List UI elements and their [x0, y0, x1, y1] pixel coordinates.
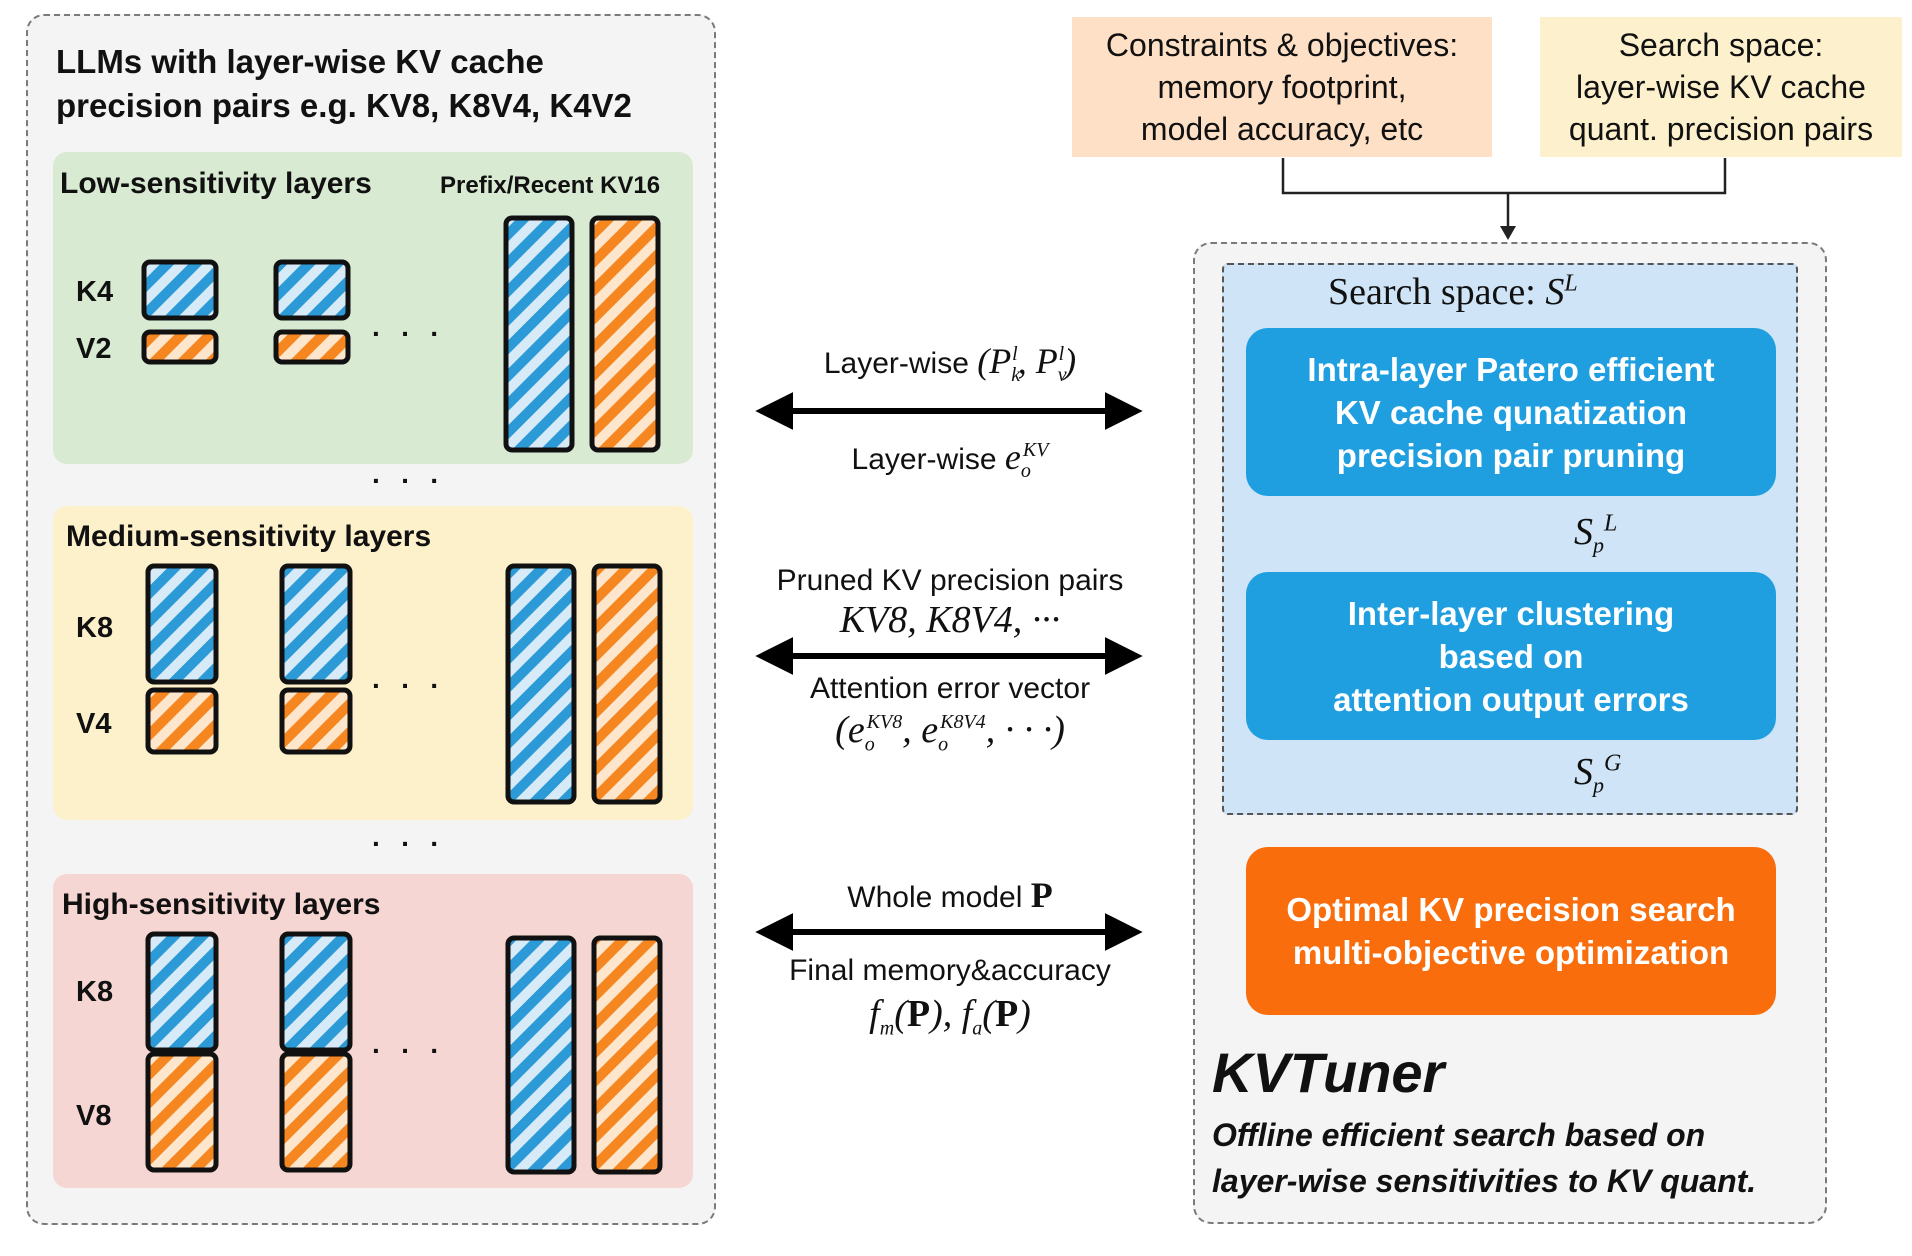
llm-panel-title: LLMs with layer-wise KV cache precision …	[56, 43, 632, 124]
prefix-recent-note: Prefix/Recent KV16	[440, 172, 661, 199]
k-precision-label: K8	[76, 976, 114, 1008]
medium-sensitivity-title: Medium-sensitivity layers	[66, 520, 432, 553]
prefix-value-block	[591, 935, 663, 1175]
key-block	[273, 259, 351, 321]
v-precision-label: V4	[76, 708, 112, 740]
high-sensitivity-title: High-sensitivity layers	[62, 888, 381, 921]
inter-layer-clustering-box: Inter-layer clustering based on attentio…	[1246, 572, 1776, 740]
connector-bottom-label: Final memory&accuracy	[789, 954, 1111, 987]
k-precision-label: K4	[76, 276, 114, 308]
ellipsis: · · ·	[372, 1035, 446, 1066]
precision-pairs-math: KV8, K8V4, ···	[839, 599, 1061, 641]
prefix-key-block	[505, 563, 577, 805]
prefix-key-block	[503, 215, 575, 453]
key-block	[279, 931, 353, 1053]
arrowhead	[755, 392, 793, 430]
arrowhead	[755, 913, 793, 951]
value-block	[145, 1051, 219, 1173]
arrowhead	[1500, 226, 1516, 240]
prefix-value-block	[589, 215, 661, 453]
optimal-precision-search-box: Optimal KV precision search multi-object…	[1246, 847, 1776, 1015]
constraints-objectives-box: Constraints & objectives: memory footpri…	[1072, 17, 1492, 157]
k-precision-label: K8	[76, 612, 114, 644]
arrowhead	[1105, 637, 1143, 675]
high-sensitivity-blocks	[145, 931, 663, 1175]
key-block	[145, 563, 219, 685]
v-precision-label: V2	[76, 333, 112, 365]
ellipsis: · · ·	[372, 670, 446, 701]
medium-sensitivity-blocks	[145, 563, 663, 805]
ellipsis: · · ·	[372, 465, 446, 496]
key-block	[145, 931, 219, 1053]
low-sensitivity-title: Low-sensitivity layers	[60, 167, 372, 200]
connector-top-label: Layer-wise (Pkl, Pvl)	[823, 341, 1077, 387]
value-block	[141, 329, 219, 365]
ellipsis: · · ·	[372, 318, 446, 349]
arrowhead	[755, 637, 793, 675]
search-space-label: Search space: SL	[1328, 270, 1578, 313]
value-block	[279, 1051, 353, 1173]
prefix-value-block	[591, 563, 663, 805]
kvtuner-title: KVTuner	[1212, 1041, 1445, 1104]
intra-layer-pruning-box: Intra-layer Patero efficient KV cache qu…	[1246, 328, 1776, 496]
sp-g-label: SpG	[1574, 750, 1622, 798]
arrowhead	[1105, 392, 1143, 430]
kvtuner-subtitle: Offline efficient search based on layer-…	[1212, 1117, 1757, 1199]
value-block	[279, 687, 353, 755]
v-precision-label: V8	[76, 1100, 112, 1132]
key-block	[279, 563, 353, 685]
connector-top-label: Whole model P	[847, 875, 1053, 915]
key-block	[141, 259, 219, 321]
value-block	[273, 329, 351, 365]
final-objective-math: fm(P), fa(P)	[869, 993, 1031, 1040]
connector-bottom-label: Attention error vector	[809, 672, 1091, 705]
prefix-key-block	[505, 935, 577, 1175]
value-block	[145, 687, 219, 755]
arrowhead	[1105, 913, 1143, 951]
connector-top-label: Pruned KV precision pairs	[776, 564, 1124, 597]
ellipsis: · · ·	[372, 828, 446, 859]
input-join-line	[1281, 158, 1727, 195]
attention-error-vector-math: (eoKV8, eoK8V4, · · ·)	[835, 709, 1065, 756]
sp-l-label: SpL	[1574, 510, 1618, 558]
connector-bottom-label: Layer-wise eoKV	[851, 437, 1049, 483]
low-sensitivity-blocks	[141, 215, 661, 453]
search-space-box: Search space: layer-wise KV cache quant.…	[1540, 17, 1902, 157]
